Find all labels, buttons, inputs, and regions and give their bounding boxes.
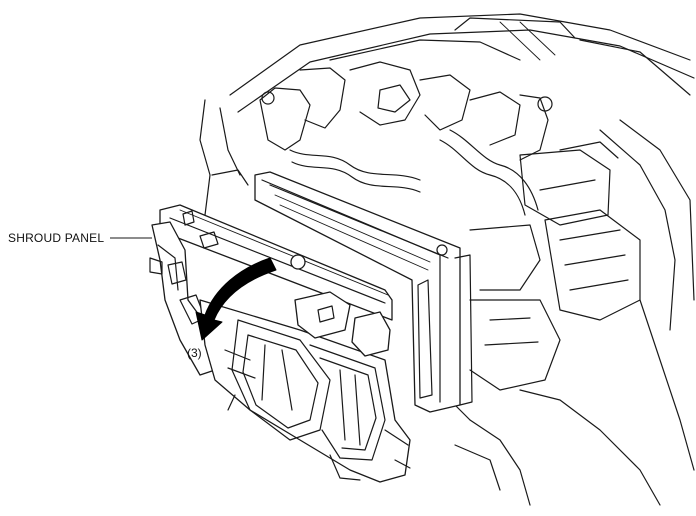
removal-arrow xyxy=(195,257,277,341)
left-clip xyxy=(149,257,163,275)
left-body-line xyxy=(199,99,211,216)
fan-frame-right xyxy=(309,344,386,461)
shroud-panel xyxy=(149,204,411,483)
right-fender-line xyxy=(619,119,695,301)
radiator-cap xyxy=(436,244,448,256)
radiator-core xyxy=(254,171,461,413)
fan-frame-left xyxy=(231,319,331,441)
step-number-label: (3) xyxy=(187,346,202,360)
curved-arrow-icon xyxy=(195,257,277,341)
cap-right xyxy=(537,96,553,112)
engine-bay-background xyxy=(199,13,695,506)
radiator-assembly xyxy=(254,171,473,413)
shroud-lower-body xyxy=(199,299,411,483)
engine-cover xyxy=(349,61,421,126)
shroud-panel-label: SHROUD PANEL xyxy=(8,231,105,245)
hood-edge-line xyxy=(229,13,691,96)
battery-box xyxy=(519,149,611,226)
upper-hose xyxy=(289,149,421,181)
intake-component xyxy=(259,87,311,151)
lower-engine-part xyxy=(469,299,561,391)
shroud-bracket xyxy=(294,291,351,339)
cap-left xyxy=(261,91,275,105)
radiator-side-tank xyxy=(417,279,433,399)
hood-inner-line xyxy=(237,29,695,113)
shroud-top-knob xyxy=(290,254,306,270)
